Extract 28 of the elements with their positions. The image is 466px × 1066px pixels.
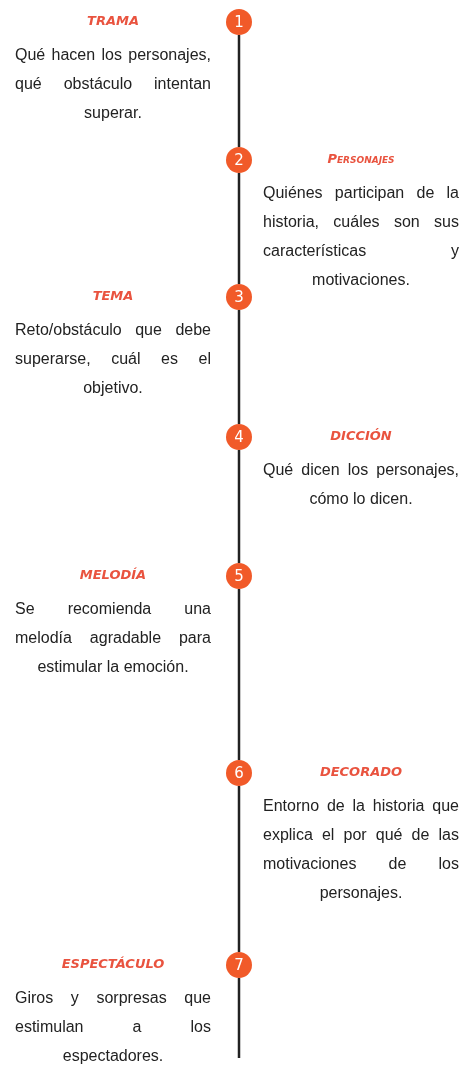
step-description: Quiénes participan de la historia, cuáles son sus características y motivaciones. <box>263 183 459 290</box>
step-heading: TRAMA <box>86 13 140 28</box>
step-heading: DECORADO <box>318 764 404 779</box>
step-number-circle: 6 <box>226 760 252 786</box>
step-description: Giros y sorpresas que estimulan a los espectadores. <box>15 988 211 1066</box>
step-description: Reto/obstáculo que debe superarse, cuál es el objetivo. <box>15 320 211 398</box>
timeline-line <box>237 786 241 952</box>
step-description: Entorno de la historia que explica el por qué de las motivaciones de los personajes. <box>263 796 459 903</box>
step-description: Qué dicen los personajes, cómo lo dicen. <box>263 460 459 509</box>
step-number-circle: 5 <box>226 563 252 589</box>
step-number-circle: 4 <box>226 424 252 450</box>
step-heading: ESPECTÁCULO <box>60 956 166 971</box>
timeline-line <box>237 173 241 284</box>
timeline-line <box>237 450 241 563</box>
step-heading: Personajes <box>326 151 396 166</box>
step-heading: TEMA <box>91 288 135 303</box>
step-heading: DICCIÓN <box>329 428 393 443</box>
timeline-line <box>237 35 241 147</box>
step-description: Qué hacen los personajes, qué obstáculo intentan superar. <box>15 45 211 123</box>
step-number-circle: 1 <box>226 9 252 35</box>
step-number-circle: 2 <box>226 147 252 173</box>
step-heading: MELODÍA <box>78 567 148 582</box>
step-number-circle: 7 <box>226 952 252 978</box>
step-description: Se recomienda una melodía agradable para estimular la emoción. <box>15 599 211 677</box>
timeline-line <box>237 589 241 760</box>
timeline-line <box>237 978 241 1058</box>
timeline-line <box>237 310 241 424</box>
step-number-circle: 3 <box>226 284 252 310</box>
